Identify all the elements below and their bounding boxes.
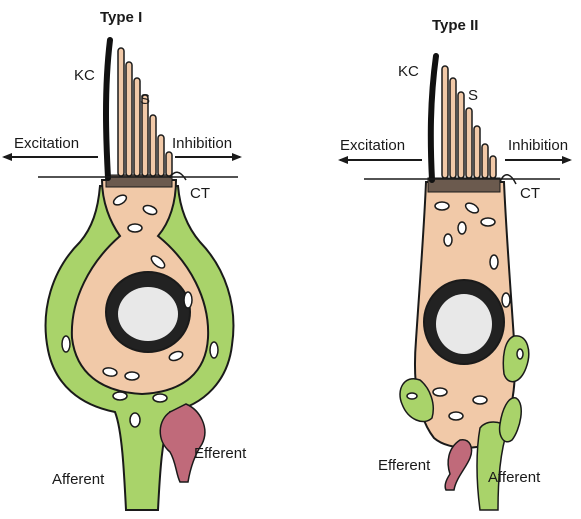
type-2-inhibition-label: Inhibition xyxy=(508,137,568,154)
type-1-stereocilia xyxy=(118,48,172,176)
type-2-s-label: S xyxy=(468,87,478,104)
type-2-afferent-label: Afferent xyxy=(488,469,541,486)
type-2-excitation-label: Excitation xyxy=(340,137,405,154)
type-2-cell-group: Type II KC S Excitation Inhibition CT Ef… xyxy=(340,17,570,510)
type-1-nucleus-chromatin xyxy=(118,287,178,341)
type-1-kc-label: KC xyxy=(74,67,95,84)
type-1-kinocilium xyxy=(106,40,110,178)
type-1-afferent-label: Afferent xyxy=(52,471,105,488)
type-1-efferent-terminal xyxy=(160,404,205,482)
type-2-title: Type II xyxy=(432,17,478,34)
type-1-inhibition-label: Inhibition xyxy=(172,135,232,152)
type-1-title: Type I xyxy=(100,9,142,26)
type-2-kinocilium xyxy=(431,56,436,180)
type-1-cell-group: Type I KC S Excitation Inhibition CT Aff… xyxy=(4,9,247,510)
type-2-nucleus-chromatin xyxy=(436,294,492,354)
type-2-cuticular-plate xyxy=(428,178,500,192)
type-2-efferent-label: Efferent xyxy=(378,457,431,474)
type-2-ct-label: CT xyxy=(520,185,540,202)
type-1-ct-label: CT xyxy=(190,185,210,202)
type-1-excitation-label: Excitation xyxy=(14,135,79,152)
type-1-efferent-label: Efferent xyxy=(194,445,247,462)
type-2-kc-label: KC xyxy=(398,63,419,80)
type-2-stereocilia xyxy=(442,66,496,178)
type-1-s-label: S xyxy=(140,91,150,108)
type-2-efferent-terminal xyxy=(445,440,471,490)
